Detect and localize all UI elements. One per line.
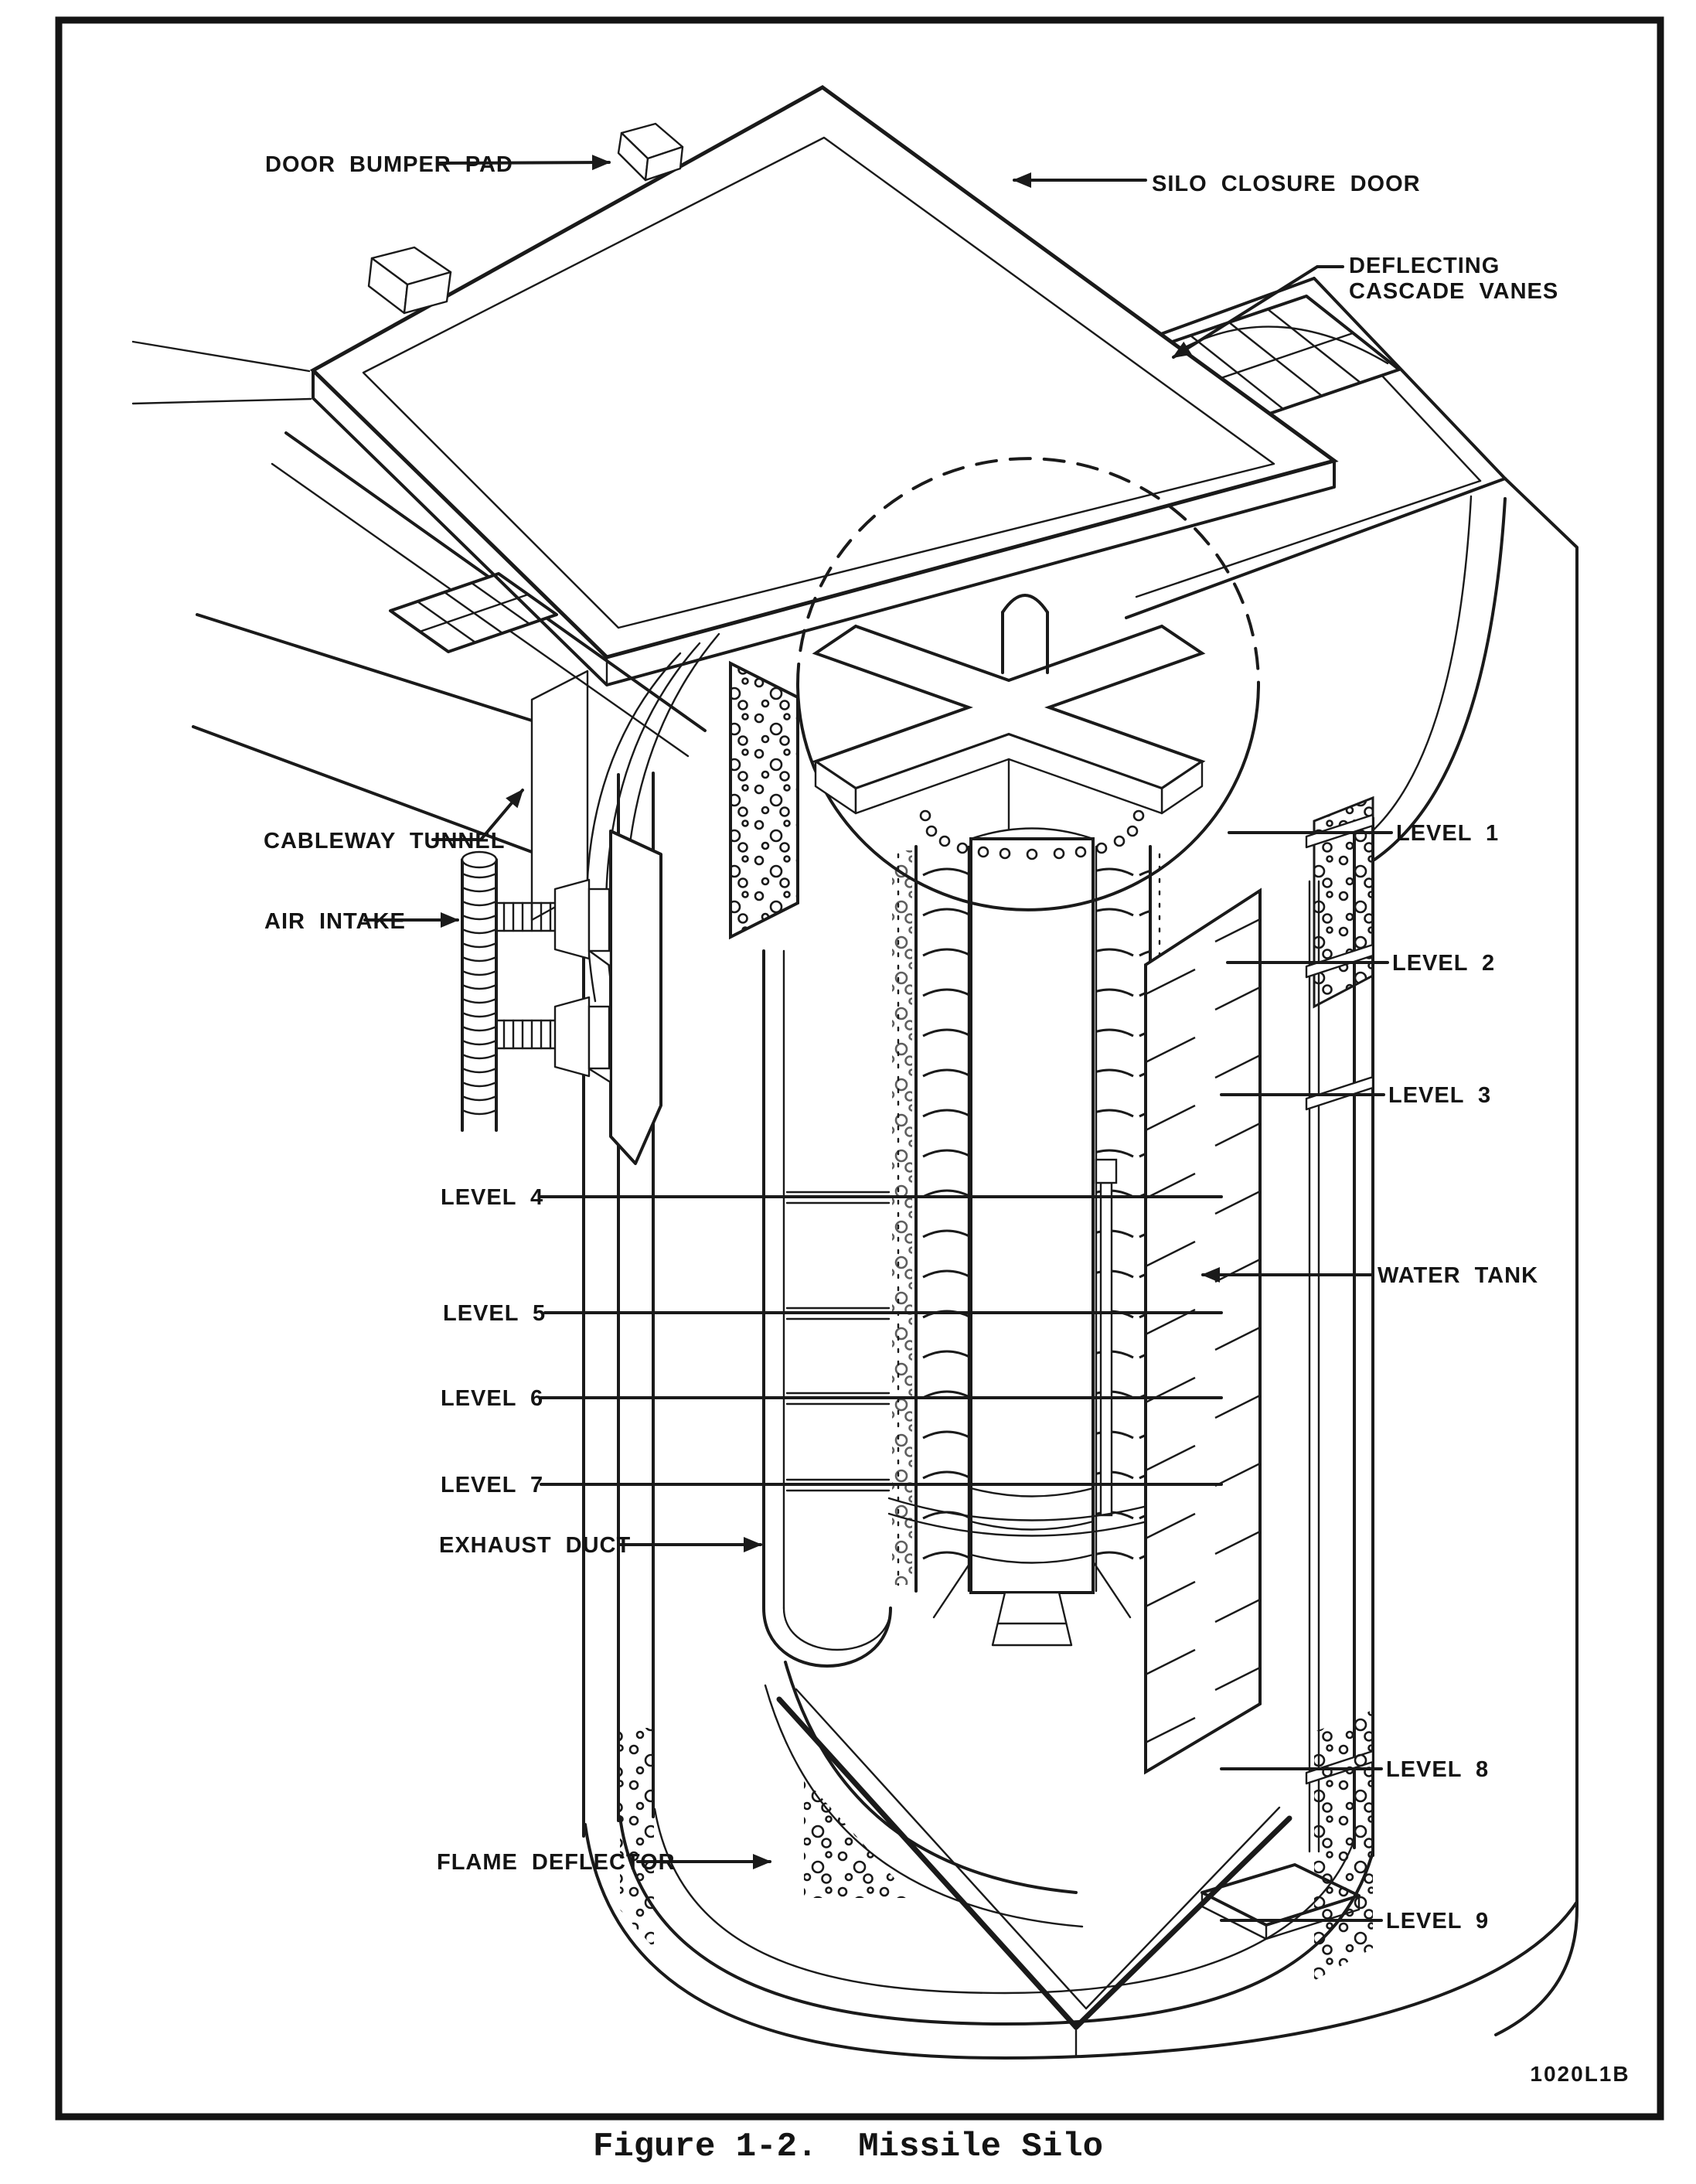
label-level-8: LEVEL 8 (1386, 1757, 1489, 1782)
figure-border (55, 16, 1664, 2121)
diagram-labels: DOOR BUMPER PAD SILO CLOSURE DOOR DEFLEC… (264, 152, 1558, 1934)
air-intake-screw-2 (495, 996, 611, 1078)
figure-caption: Figure 1-2. Missile Silo (592, 2128, 1104, 2166)
silo-closure-door-drawing (309, 85, 1339, 687)
support-cross-drawing (812, 624, 1206, 830)
deflecting-cascade-vanes-left (389, 572, 558, 653)
leader-deflecting-cascade-vanes (1172, 265, 1344, 359)
label-exhaust-duct: EXHAUST DUCT (439, 1533, 631, 1558)
label-level-3: LEVEL 3 (1388, 1083, 1491, 1108)
air-intake-screw-1 (495, 878, 611, 960)
missile-drawing (887, 827, 1177, 1647)
door-bumper-pads (367, 122, 684, 315)
label-cableway-tunnel: CABLEWAY TUNNEL (264, 829, 505, 853)
label-flame-deflector: FLAME DEFLECTOR (437, 1850, 676, 1875)
silo-shaft-drawing (584, 772, 1579, 2060)
flame-deflector-drawing (764, 1661, 1084, 1928)
missile-nose-drawing (1001, 594, 1049, 674)
concrete-pillar (729, 660, 799, 940)
label-air-intake: AIR INTAKE (264, 909, 406, 934)
label-level-7: LEVEL 7 (441, 1473, 543, 1497)
drawing-number: 1020L1B (1530, 2062, 1630, 2086)
leader-lines (363, 155, 1393, 1922)
label-door-bumper-pad: DOOR BUMPER PAD (265, 152, 513, 177)
label-deflecting: DEFLECTING (1349, 254, 1500, 278)
leader-door-bumper-pad (438, 155, 611, 171)
label-level-9: LEVEL 9 (1386, 1909, 1489, 1934)
label-level-1: LEVEL 1 (1396, 821, 1499, 846)
label-level-2: LEVEL 2 (1392, 951, 1495, 976)
label-level-6: LEVEL 6 (441, 1386, 543, 1411)
water-tank-drawing (1144, 888, 1262, 1775)
crib-bolt-ring (919, 809, 1145, 860)
leader-cableway-tunnel (431, 789, 524, 841)
missile-engine (991, 1591, 1073, 1647)
label-water-tank: WATER TANK (1378, 1263, 1538, 1288)
label-level-5: LEVEL 5 (443, 1301, 546, 1326)
air-intake-assembly (461, 830, 662, 1165)
floors-levels-4-7 (785, 1191, 891, 1492)
label-level-4: LEVEL 4 (441, 1185, 543, 1210)
label-cascade-vanes: CASCADE VANES (1349, 279, 1558, 304)
label-silo-closure-door: SILO CLOSURE DOOR (1152, 172, 1421, 196)
service-mast (1099, 1181, 1113, 1517)
